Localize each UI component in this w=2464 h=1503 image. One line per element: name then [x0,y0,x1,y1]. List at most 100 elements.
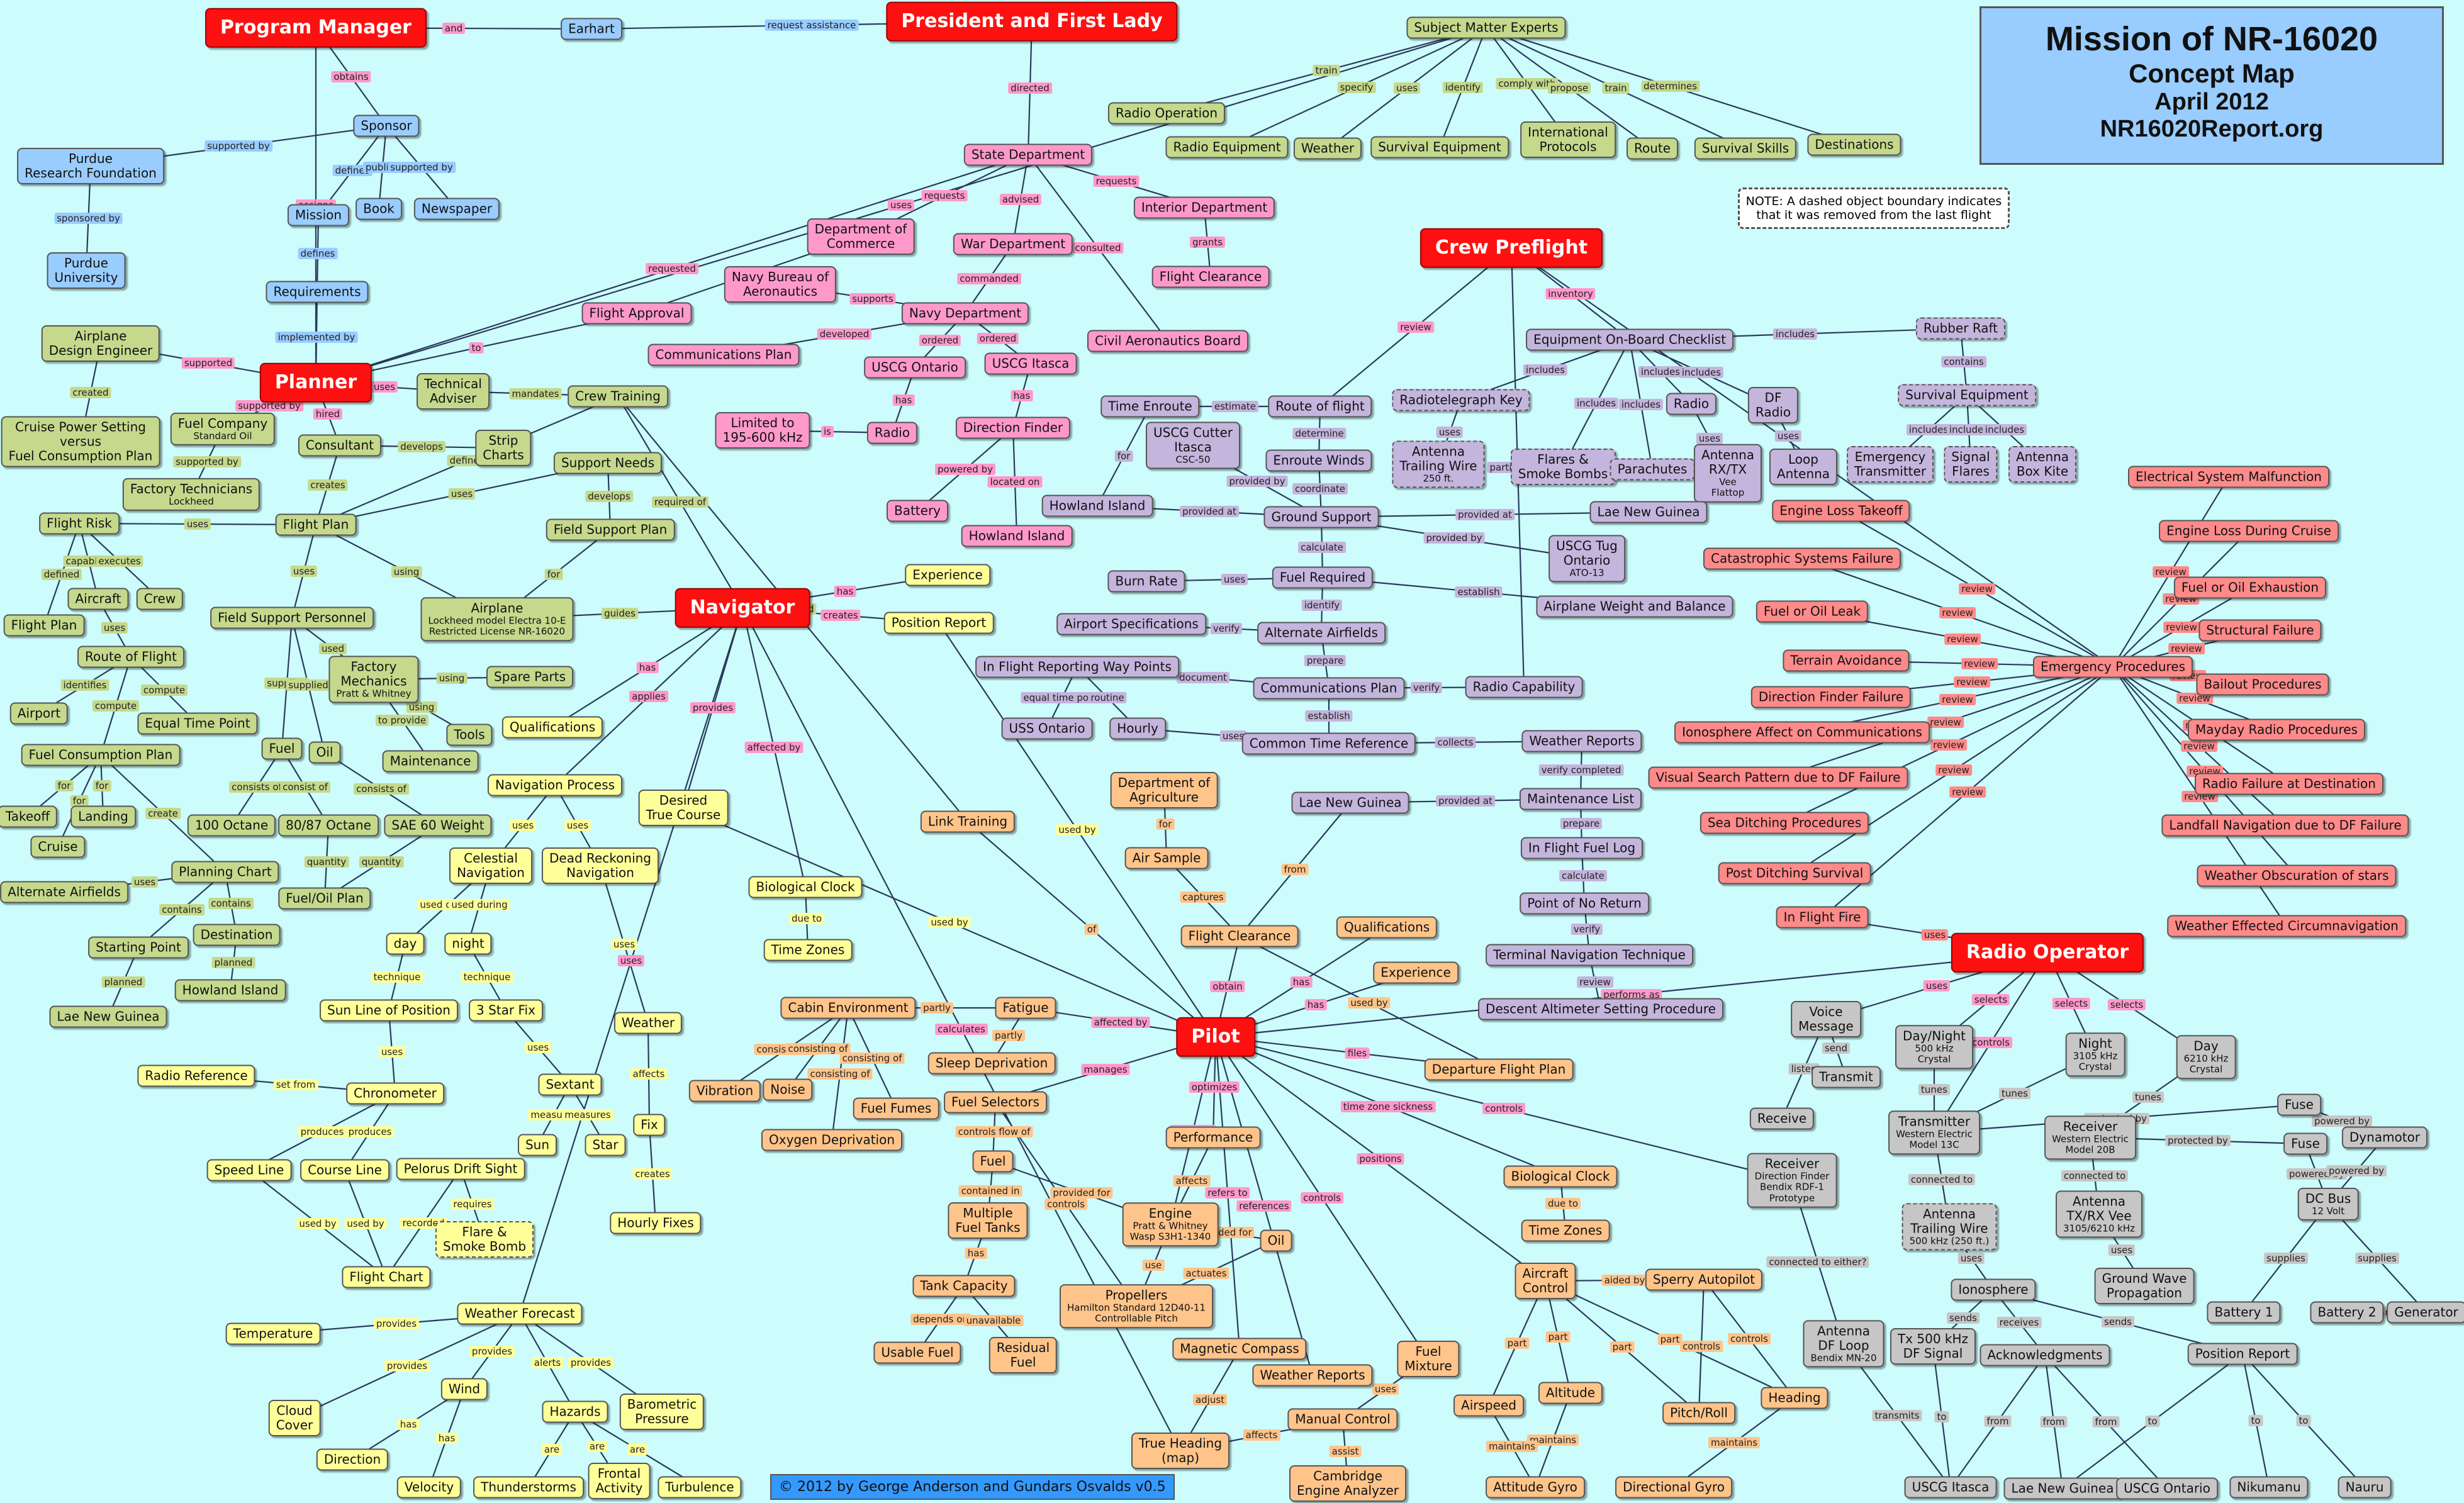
node-airport[interactable]: Airport [9,702,69,725]
node-maintenance[interactable]: Maintenance [382,750,479,773]
node-heading[interactable]: Heading [1761,1387,1828,1409]
node-generator[interactable]: Generator [2387,1301,2464,1324]
node-fueloilleak[interactable]: Fuel or Oil Leak [1756,600,1869,623]
node-temperature[interactable]: Temperature [225,1322,321,1345]
node-cruise[interactable]: Cruise [30,835,86,858]
node-vibration[interactable]: Vibration [688,1080,761,1102]
node-battery2g[interactable]: Battery 2 [2310,1301,2384,1324]
node-sunline[interactable]: Sun Line of Position [320,999,458,1022]
node-nav[interactable]: Navigator [675,588,810,628]
node-lae4[interactable]: Lae New Guinea [2003,1477,2122,1500]
node-tankcap[interactable]: Tank Capacity [912,1275,1016,1297]
node-dirgyro[interactable]: Directional Gyro [1615,1476,1732,1499]
node-airspeed[interactable]: Airspeed [1453,1394,1524,1417]
node-fuel2[interactable]: Fuel [972,1150,1014,1173]
node-wardept[interactable]: War Department [953,233,1073,255]
node-weathercirc[interactable]: Weather Effected Circumnavigation [2167,915,2406,937]
node-burnrate[interactable]: Burn Rate [1107,570,1185,593]
node-nikumanu[interactable]: Nikumanu [2229,1476,2309,1499]
node-crewtrain[interactable]: Crew Training [568,385,668,408]
node-uscgitasca2[interactable]: USCG Itasca [1904,1476,1997,1499]
node-radioref[interactable]: Radio Reference [137,1064,255,1087]
node-civilaero[interactable]: Civil Aeronautics Board [1087,330,1249,352]
node-radio1[interactable]: Radio [866,422,918,444]
node-planchart[interactable]: Planning Chart [171,861,279,883]
node-survequip2[interactable]: Survival Equipment [1898,384,2036,406]
node-dirfinder[interactable]: Direction Finder [955,416,1071,439]
node-emproc[interactable]: Emergency Procedures [2032,656,2193,678]
node-ussontario[interactable]: USS Ontario [1001,717,1093,740]
node-enroutewinds[interactable]: Enroute Winds [1265,449,1372,472]
node-dynamotor[interactable]: Dynamotor [2341,1126,2428,1149]
node-flightrisk[interactable]: Flight Risk [39,512,120,535]
node-howland2[interactable]: Howland Island [961,525,1073,547]
node-dffail[interactable]: Direction Finder Failure [1750,686,1912,708]
node-oct8087[interactable]: 80/87 Octane [278,814,379,837]
node-courseline[interactable]: Course Line [300,1159,389,1182]
node-cabinenv[interactable]: Cabin Environment [780,997,916,1019]
node-inflightfire[interactable]: In Flight Fire [1776,906,1869,929]
node-linktrain[interactable]: Link Training [920,810,1016,833]
node-parachutes[interactable]: Parachutes [1610,458,1695,481]
node-manualctrl[interactable]: Manual Control [1287,1408,1398,1431]
node-englosscruise[interactable]: Engine Loss During Cruise [2159,520,2339,542]
node-timezones2[interactable]: Time Zones [1521,1219,1610,1242]
node-newspaper[interactable]: Newspaper [413,198,500,220]
node-englosstake[interactable]: Engine Loss Takeoff [1772,500,1910,522]
node-radiofaildest[interactable]: Radio Failure at Destination [2195,773,2383,795]
node-turbulence[interactable]: Turbulence [658,1476,742,1499]
node-night[interactable]: night [444,932,492,955]
node-uscgitasca[interactable]: USCG Itasca [984,352,1077,375]
node-fuellog[interactable]: In Flight Fuel Log [1520,837,1644,859]
node-destinations[interactable]: Destinations [1807,133,1901,156]
node-radioopn[interactable]: Radio Operation [1107,102,1226,125]
node-chronometer[interactable]: Chronometer [346,1082,444,1105]
node-trueheading[interactable]: True Heading(map) [1131,1433,1230,1469]
node-sleepdep[interactable]: Sleep Deprivation [927,1052,1056,1075]
node-routeflight2[interactable]: Route of flight [1268,395,1372,418]
node-experience2[interactable]: Experience [1373,961,1459,984]
node-weather1[interactable]: Weather [1293,137,1362,160]
node-postditch[interactable]: Post Ditching Survival [1718,862,1871,885]
node-transmit[interactable]: Transmit [1812,1066,1881,1088]
node-fuel[interactable]: Fuel [261,737,303,760]
node-uscgontario[interactable]: USCG Ontario [864,356,966,379]
node-commplan1[interactable]: Communications Plan [647,344,800,366]
node-fix[interactable]: Fix [633,1114,666,1136]
node-posreport2[interactable]: Position Report [2187,1343,2298,1365]
node-consultant[interactable]: Consultant [298,434,382,457]
node-altairfields2[interactable]: Alternate Airfields [1257,622,1386,644]
node-landfall[interactable]: Landfall Navigation due to DF Failure [2161,814,2409,837]
node-sperry[interactable]: Sperry Autopilot [1645,1268,1763,1291]
node-usablefuel[interactable]: Usable Fuel [873,1341,961,1364]
node-visualsearch[interactable]: Visual Search Pattern due to DF Failure [1648,766,1908,789]
node-uscgontario2[interactable]: USCG Ontario [2116,1477,2218,1500]
node-maintlist[interactable]: Maintenance List [1519,788,1642,810]
node-navproc[interactable]: Navigation Process [487,774,623,796]
node-groundsupport[interactable]: Ground Support [1263,506,1379,528]
node-route[interactable]: Route [1626,137,1679,160]
node-wind[interactable]: Wind [440,1378,488,1400]
node-equiplist[interactable]: Equipment On-Board Checklist [1526,328,1733,351]
node-battery1g[interactable]: Battery 1 [2207,1301,2281,1324]
